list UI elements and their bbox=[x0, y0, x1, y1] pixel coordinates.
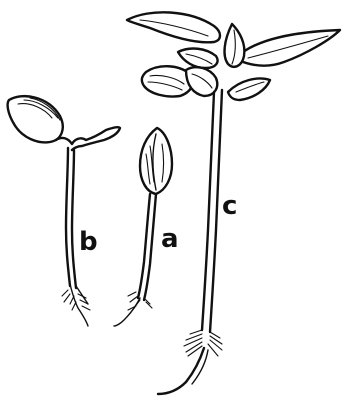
seedling-b bbox=[8, 96, 120, 326]
label-c: c bbox=[222, 193, 237, 219]
label-b: b bbox=[79, 229, 98, 255]
label-a: a bbox=[161, 226, 179, 252]
